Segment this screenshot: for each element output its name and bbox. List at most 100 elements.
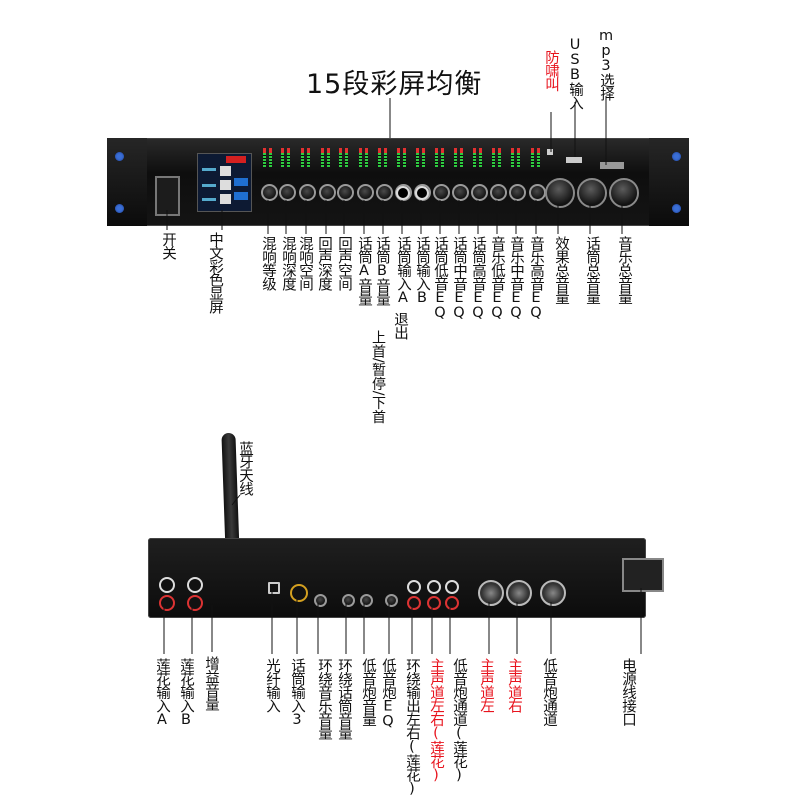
power-inlet xyxy=(622,558,664,592)
front-label: 混响等级 xyxy=(260,236,276,290)
level-meter-red xyxy=(517,148,520,153)
level-meter-red xyxy=(365,148,368,153)
small-knob xyxy=(261,184,278,201)
small-knob xyxy=(357,184,374,201)
rack-ear-right xyxy=(649,138,689,226)
front-label: 话筒B音量 xyxy=(374,236,390,305)
rear-label: 光纤输入 xyxy=(264,658,280,712)
level-meter-red xyxy=(460,148,463,153)
rca-output-jack xyxy=(407,580,421,594)
display-digits xyxy=(220,166,231,176)
level-meter-green xyxy=(479,153,482,167)
rear-label: 低音炮音量 xyxy=(360,658,376,726)
rack-hole-icon xyxy=(115,204,124,213)
small-knob xyxy=(471,184,488,201)
front-label: 开关 xyxy=(160,232,176,259)
small-knob xyxy=(337,184,354,201)
rear-label: 低音炮通道 xyxy=(541,658,557,726)
level-meter-green xyxy=(345,153,348,167)
rca-output-jack xyxy=(407,596,421,610)
level-meter-green xyxy=(365,153,368,167)
usb-port xyxy=(566,157,582,163)
level-meter-red xyxy=(321,148,324,153)
display-row xyxy=(202,184,216,187)
small-knob xyxy=(490,184,507,201)
level-meter-red xyxy=(301,148,304,153)
xlr-output xyxy=(478,580,504,606)
front-label: 音乐中音EQ xyxy=(508,236,524,320)
level-meter-red xyxy=(511,148,514,153)
level-meter-green xyxy=(287,153,290,167)
rear-label: 电源线接口 xyxy=(620,658,636,726)
rear-label: 莲花输入A xyxy=(154,658,170,727)
level-meter-red xyxy=(435,148,438,153)
transport-label-track: 上首/暂停/下首 xyxy=(370,330,386,424)
rear-label: 环绕话筒音量 xyxy=(336,658,352,739)
level-meter-green xyxy=(537,153,540,167)
level-meter-green xyxy=(307,153,310,167)
rca-jack xyxy=(187,577,203,593)
level-meter-red xyxy=(441,148,444,153)
power-switch xyxy=(155,176,180,216)
top-label: USB输入 xyxy=(567,37,583,109)
master-knob xyxy=(577,178,607,208)
level-meter-red xyxy=(473,148,476,153)
level-meter-red xyxy=(359,148,362,153)
mp3-buttons xyxy=(600,162,624,169)
level-meter-green xyxy=(531,153,534,167)
small-knob xyxy=(319,184,336,201)
rear-label: 莲花输入B xyxy=(178,658,194,727)
rear-trim-knob xyxy=(360,594,373,607)
level-meter-green xyxy=(263,153,266,167)
front-label: 回声空间 xyxy=(336,236,352,290)
rear-trim-knob xyxy=(342,594,355,607)
rca-output-jack xyxy=(427,580,441,594)
level-meter-red xyxy=(479,148,482,153)
level-meter-red xyxy=(287,148,290,153)
level-meter-green xyxy=(403,153,406,167)
front-label: 音乐高音EQ xyxy=(528,236,544,320)
level-meter-red xyxy=(531,148,534,153)
rca-output-jack xyxy=(445,580,459,594)
level-meter-red xyxy=(327,148,330,153)
mic3-jack xyxy=(290,584,308,602)
level-meter-green xyxy=(517,153,520,167)
level-meter-red xyxy=(416,148,419,153)
xlr-output xyxy=(540,580,566,606)
level-meter-green xyxy=(321,153,324,167)
front-label: 话筒A音量 xyxy=(356,236,372,305)
rack-hole-icon xyxy=(115,152,124,161)
front-label: 中文彩色显屏 xyxy=(207,232,223,313)
level-meter-green xyxy=(281,153,284,167)
level-meter-green xyxy=(511,153,514,167)
level-meter-red xyxy=(422,148,425,153)
transport-label-exit: 退出 xyxy=(392,312,408,339)
small-knob xyxy=(279,184,296,201)
level-meter-red xyxy=(454,148,457,153)
diagram-title: 15段彩屏均衡 xyxy=(306,69,483,100)
level-meter-green xyxy=(378,153,381,167)
front-label: 话筒低音EQ xyxy=(432,236,448,320)
rca-output-jack xyxy=(427,596,441,610)
master-knob xyxy=(545,178,575,208)
rear-label: 主声道右 xyxy=(506,658,522,712)
display-digits xyxy=(220,194,231,204)
antenna-label: 蓝牙天线 xyxy=(237,441,253,495)
master-knob xyxy=(609,178,639,208)
rear-label: 低音炮EQ xyxy=(380,658,396,729)
front-label: 话筒总音量 xyxy=(584,236,600,304)
level-meter-red xyxy=(263,148,266,153)
rear-trim-knob xyxy=(314,594,327,607)
level-meter-red xyxy=(281,148,284,153)
front-label: 回声深度 xyxy=(316,236,332,290)
rca-jack xyxy=(187,595,203,611)
level-meter-red xyxy=(498,148,501,153)
optical-port xyxy=(268,582,280,594)
level-meter-green xyxy=(460,153,463,167)
rca-jack xyxy=(159,577,175,593)
display-row xyxy=(202,198,216,201)
display-block xyxy=(234,192,248,200)
rack-hole-icon xyxy=(672,152,681,161)
rack-ear-left xyxy=(107,138,147,226)
rear-label: 低音炮通道(莲花) xyxy=(451,658,467,783)
